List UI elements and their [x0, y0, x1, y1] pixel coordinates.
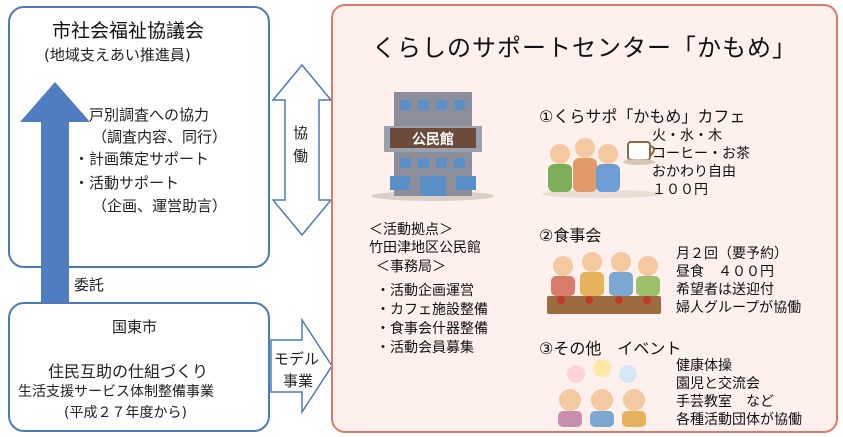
city-line-2: 生活支援サービス体制整備事業 [18, 384, 214, 400]
city-line-1: 住民互助の仕組づくり [48, 362, 209, 381]
other-heading: ③その他 イベント [539, 339, 682, 358]
meal-detail-1: 月２回（要予約） [676, 246, 788, 262]
council-item-2: （調査内容、同行） [92, 128, 228, 146]
meal-heading: ②食事会 [539, 226, 602, 245]
cafe-heading: ①くらサポ「かもめ」カフェ [539, 107, 746, 126]
office-item-2: ・カフェ施設整備 [376, 302, 488, 318]
other-detail-3: 手芸教室 など [676, 394, 774, 410]
city-line-3: (平成２７年度から) [64, 405, 187, 421]
collaboration-arrow [271, 64, 333, 236]
collab-char-1: 協 [293, 124, 309, 142]
council-item-3: ・計画策定サポート [74, 150, 210, 168]
model-project-arrow [270, 318, 333, 414]
cafe-detail-2: コーヒー・お茶 [652, 146, 750, 162]
other-detail-4: 各種活動団体が協働 [676, 412, 802, 428]
support-center-box [331, 4, 838, 433]
cafe-detail-3: おかわり自由 [652, 164, 736, 180]
commission-label: 委託 [74, 276, 105, 294]
council-title: 市社会福祉協議会 [52, 20, 205, 42]
other-detail-1: 健康体操 [676, 358, 732, 374]
office-item-3: ・食事会什器整備 [376, 321, 488, 337]
community-hall-building-illustration: 公民館 [372, 92, 494, 201]
meal-detail-2: 昼食 ４００円 [676, 264, 774, 280]
model-line-2: 事業 [283, 372, 314, 390]
collab-char-2: 働 [293, 147, 309, 165]
cafe-detail-4: １００円 [652, 182, 708, 198]
meal-gathering-illustration [547, 252, 661, 314]
model-line-1: モデル [274, 350, 320, 368]
base-name: 竹田津地区公民館 [369, 240, 481, 256]
meal-detail-3: 希望者は送迎付 [676, 282, 774, 298]
city-title: 国東市 [112, 318, 158, 336]
meal-detail-4: 婦人グループが協働 [676, 300, 802, 316]
cafe-people-illustration [542, 138, 662, 198]
council-item-5: （企画、運営助言） [92, 197, 228, 215]
office-item-1: ・活動企画運営 [376, 283, 474, 299]
hall-sign-text: 公民館 [412, 131, 454, 148]
commission-arrow [20, 82, 90, 304]
center-title: くらしのサポートセンター「かもめ」 [372, 34, 797, 62]
council-subtitle: (地域支えあい推進員) [44, 46, 191, 64]
base-label: ＜活動拠点＞ [369, 222, 453, 238]
council-item-4: ・活動サポート [74, 174, 180, 192]
event-elders-illustration [558, 360, 646, 427]
city-box [8, 302, 270, 432]
office-label: ＜事務局＞ [376, 259, 446, 275]
other-detail-2: 園児と交流会 [676, 376, 760, 392]
council-item-1: ・戸別調査への協力 [74, 106, 210, 124]
office-item-4: ・活動会員募集 [376, 340, 474, 356]
cafe-detail-1: 火・水・木 [652, 128, 722, 144]
